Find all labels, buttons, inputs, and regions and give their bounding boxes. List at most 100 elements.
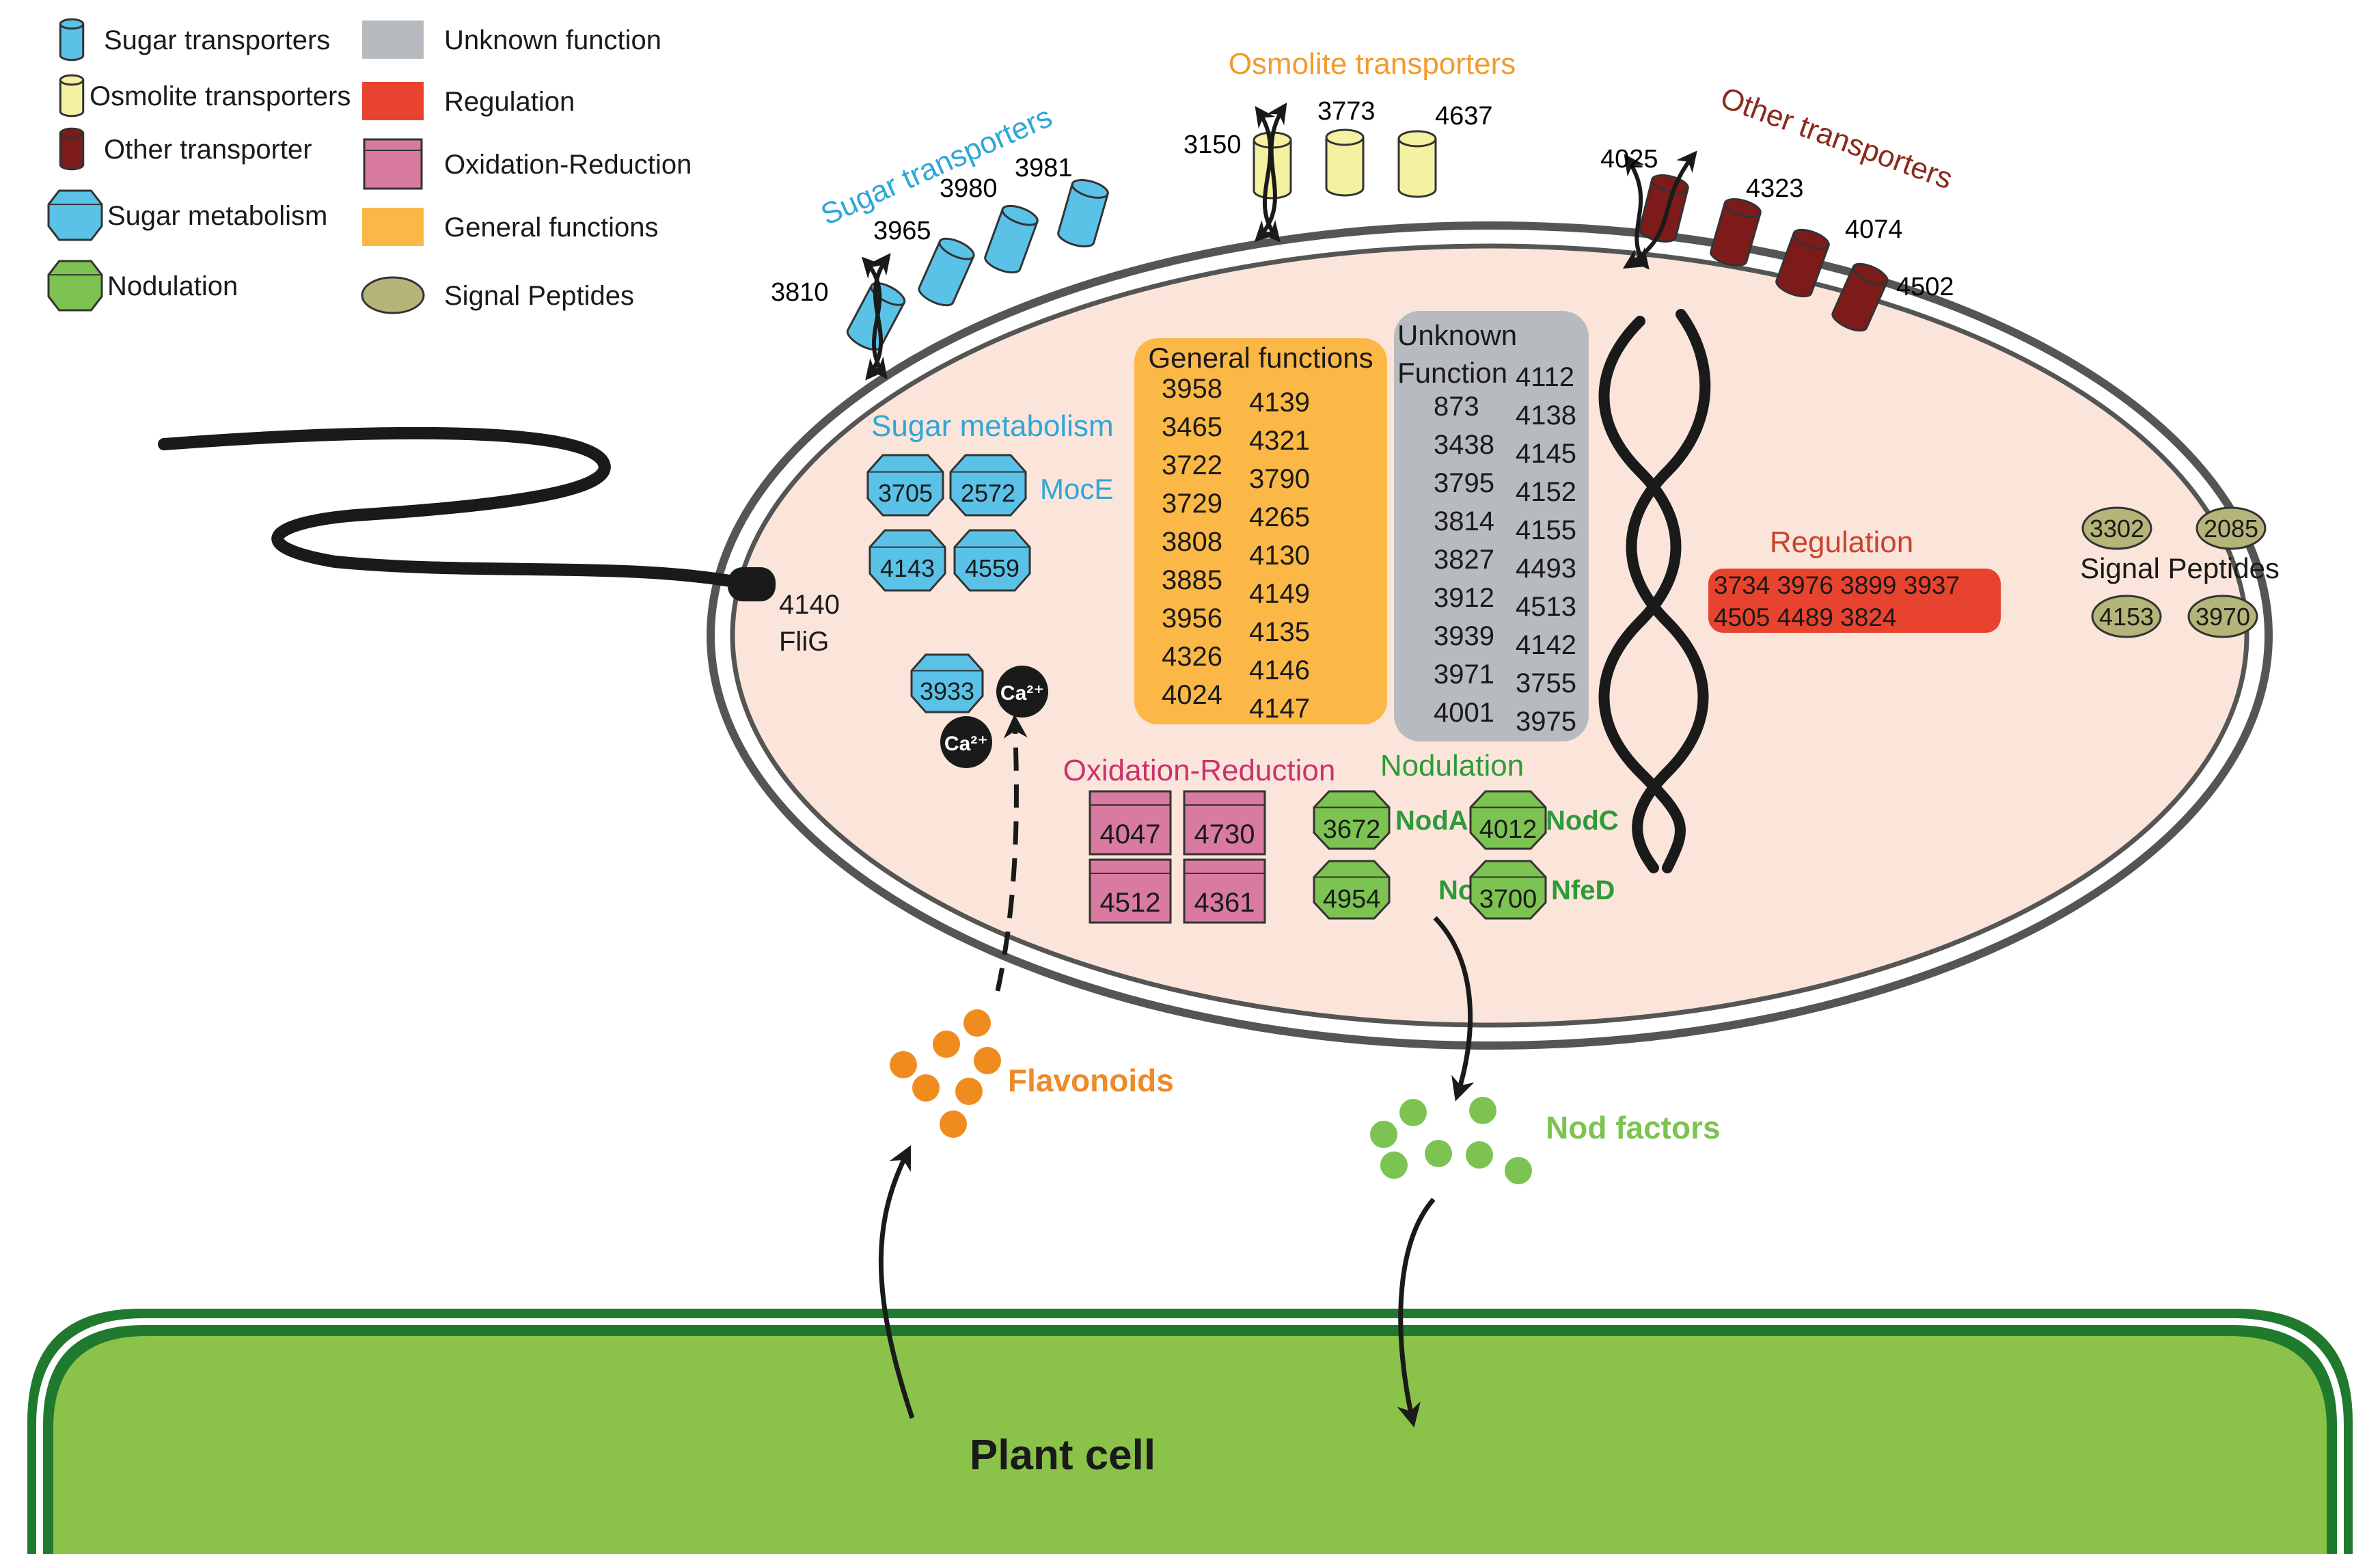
sugar-metabolism-id-3: 4143 <box>880 554 935 582</box>
unknown-function-id: 4138 <box>1516 400 1576 431</box>
oxidation-reduction-title: Oxidation-Reduction <box>1063 754 1336 787</box>
sugar-metabolism-hexagon-3: 4143 <box>868 529 946 592</box>
sugar-transporter-id-1: 3810 <box>771 278 829 307</box>
sugar-metabolism-id-1: 3705 <box>878 479 933 507</box>
general-function-id: 3808 <box>1162 527 1222 557</box>
flavonoid-release-arrow <box>878 1145 915 1419</box>
plant-cell-body <box>53 1336 2327 1554</box>
flagellum: 4140 FliG <box>158 426 840 657</box>
oxidation-reduction-boxes: 4047 4730 4512 4361 <box>1089 790 1266 924</box>
unknown-function-id: 4112 <box>1516 362 1574 392</box>
oxidation-reduction-id-3: 4512 <box>1100 888 1161 918</box>
unknown-function-id: 3795 <box>1434 468 1494 498</box>
general-function-id: 4139 <box>1249 387 1310 418</box>
nodulation-name-2: NodC <box>1546 806 1619 836</box>
signal-peptide-1: 3302 <box>2081 506 2152 550</box>
legend-label-8: Oxidation-Reduction <box>444 150 692 180</box>
unknown-function-id: 4142 <box>1516 630 1576 660</box>
nodulation-id-1: 3672 <box>1323 815 1381 844</box>
nodulation-hexagon-4: 3700 <box>1469 860 1547 920</box>
nod-factors-group: Nod factors <box>1370 1097 1721 1184</box>
calcium-binding-id: 3933 <box>920 677 974 705</box>
osmolite-transporter-id-3: 4637 <box>1435 102 1493 131</box>
oxidation-reduction-box-4: 4361 <box>1183 858 1266 924</box>
general-function-id: 4326 <box>1162 642 1222 672</box>
legend-item-oxred-box-icon: Oxidation-Reduction <box>363 138 692 190</box>
other-transporter-id-3: 4074 <box>1845 215 1903 244</box>
signal-peptide-2: 2085 <box>2196 506 2267 550</box>
oxidation-reduction-id-2: 4730 <box>1194 819 1255 849</box>
flavonoid-uptake-arrow <box>995 714 1028 992</box>
unknown-function-id: 3827 <box>1434 545 1494 575</box>
legend-item-other-cylinder-icon: Other transporter <box>59 127 312 171</box>
unknown-function-id: 873 <box>1434 392 1479 422</box>
general-function-id: 3885 <box>1162 565 1222 595</box>
flavonoid-molecules <box>890 1009 1001 1138</box>
nod-factor-dot <box>1469 1097 1496 1124</box>
signal-peptide-id-2: 2085 <box>2204 515 2258 543</box>
flavonoid-dot <box>974 1047 1001 1074</box>
legend-item-signal-ellipse-icon: Signal Peptides <box>361 276 634 314</box>
legend-item-regulation-square-icon: Regulation <box>362 82 575 120</box>
legend-label-9: General functions <box>444 213 659 243</box>
legend-osmolite-cylinder-icon <box>59 74 85 118</box>
nod-factor-dot <box>1370 1121 1397 1148</box>
general-function-id: 4265 <box>1249 502 1310 532</box>
unknown-function-id: 4152 <box>1516 477 1576 507</box>
legend-label-5: Nodulation <box>107 271 238 301</box>
dna-double-helix <box>1598 309 1711 873</box>
general-function-id: 3465 <box>1162 412 1222 442</box>
calcium-ion-2: Ca²⁺ <box>940 716 992 768</box>
unknown-function-id: 4145 <box>1516 439 1576 469</box>
regulation-title: Regulation <box>1770 526 1913 559</box>
nodulation-group: Nodulation 3672NodA4012NodC4954NodJ3700N… <box>1313 749 1619 920</box>
general-function-id: 4149 <box>1249 579 1310 609</box>
unknown-function-id: 3438 <box>1434 430 1494 460</box>
legend-signal-ellipse-icon <box>361 276 425 314</box>
other-transporter-id-1: 4025 <box>1600 145 1658 174</box>
nod-factor-delivery-arrow <box>1397 1197 1436 1428</box>
flavonoid-dot <box>890 1051 917 1078</box>
oxidation-reduction-id-4: 4361 <box>1194 888 1255 918</box>
legend-label-7: Regulation <box>444 87 575 117</box>
nodulation-id-2: 4012 <box>1479 815 1537 844</box>
osmolite-transporter-id-1: 3150 <box>1184 131 1242 159</box>
legend-label-1: Sugar transporters <box>104 25 330 55</box>
unknown-function-title-line-1: Unknown <box>1397 319 1517 351</box>
sugar-metabolism-hexagon-4: 4559 <box>953 529 1031 592</box>
sugar-transporter-4 <box>1057 179 1109 247</box>
unknown-function-id: 3975 <box>1516 707 1576 737</box>
general-function-id: 3722 <box>1162 450 1222 480</box>
oxidation-reduction-group: Oxidation-Reduction 4047 4730 4512 4361 <box>1063 754 1336 924</box>
signalling-arrows <box>878 714 1475 1428</box>
unknown-function-title-line-2: Function <box>1397 357 1507 389</box>
general-function-id: 4321 <box>1249 426 1310 456</box>
general-function-id: 3958 <box>1162 374 1222 404</box>
nod-factor-dot <box>1425 1140 1452 1167</box>
sugar-transporter-2 <box>918 237 975 307</box>
general-function-id: 4024 <box>1162 680 1222 710</box>
dna-strand-2 <box>1626 309 1711 873</box>
general-function-id: 4130 <box>1249 541 1310 571</box>
general-function-id: 4146 <box>1249 655 1310 685</box>
legend-sugar-hexagon-icon <box>47 189 103 241</box>
unknown-function-id: 3912 <box>1434 583 1494 613</box>
signal-peptide-3: 4153 <box>2091 595 2162 638</box>
nodulation-title: Nodulation <box>1380 749 1524 782</box>
flavonoid-dot <box>940 1110 967 1138</box>
legend-item-sugar-hexagon-icon: Sugar metabolism <box>47 189 327 241</box>
unknown-function-box <box>1394 311 1589 741</box>
oxidation-reduction-id-1: 4047 <box>1100 819 1161 849</box>
unknown-function-id: 4155 <box>1516 515 1576 545</box>
sugar-transport-arrow-2 <box>865 253 891 381</box>
calcium-ion-1: Ca²⁺ <box>996 666 1048 718</box>
unknown-function-id: 4513 <box>1516 592 1576 622</box>
flagellar-motor <box>728 567 776 601</box>
other-transporter-4 <box>1831 262 1889 332</box>
osmolite-transporter-2 <box>1325 128 1365 197</box>
legend-unknown-square-icon <box>362 21 424 59</box>
